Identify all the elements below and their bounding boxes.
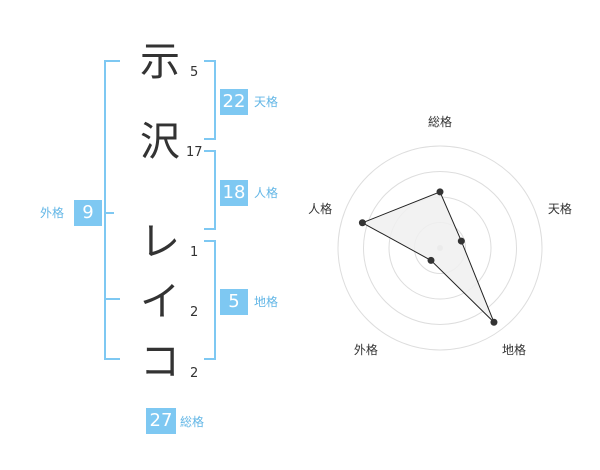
radar-ring — [363, 171, 517, 325]
radar-point-1 — [436, 188, 444, 196]
radar-axis-label-2: 天格 — [548, 201, 572, 216]
radar-point-4 — [427, 256, 435, 264]
chikaku-bracket — [204, 240, 216, 360]
radar-axis-label-4: 外格 — [354, 342, 378, 357]
stroke-count-4: 2 — [190, 305, 199, 320]
stroke-count-3: 1 — [190, 245, 199, 260]
radar-point-5 — [358, 219, 366, 227]
name-char-5: コ — [140, 339, 180, 385]
jinkaku-value: 18 — [220, 180, 248, 206]
gaikaku-bracket-tick-lower — [104, 298, 120, 300]
name-char-4: イ — [140, 279, 180, 325]
radar-ring — [337, 145, 543, 351]
name-char-2: 沢 — [140, 119, 180, 165]
tenkaku-bracket — [204, 60, 216, 140]
name-char-1: 示 — [140, 39, 180, 85]
gaikaku-bracket-tick-mid — [104, 212, 114, 214]
radar-polygon-group — [358, 188, 498, 326]
chikaku-value: 5 — [220, 289, 248, 315]
stroke-count-2: 17 — [186, 145, 203, 160]
gaikaku-bracket — [104, 60, 120, 360]
gaikaku-value: 9 — [74, 200, 102, 226]
radar-axis-label-3: 地格 — [502, 342, 526, 357]
jinkaku-label: 人格 — [254, 186, 279, 200]
tenkaku-value: 22 — [220, 89, 248, 115]
soukaku-label: 総格 — [180, 415, 205, 429]
radar-axis-label-5: 人格 — [308, 201, 332, 216]
stroke-count-5: 2 — [190, 366, 199, 381]
radar-polygon — [361, 191, 495, 323]
chikaku-label: 地格 — [254, 295, 279, 309]
radar-point-3 — [490, 318, 498, 326]
name-char-3: レ — [140, 219, 180, 265]
radar-axis-label-1: 総格 — [428, 114, 452, 129]
stroke-count-1: 5 — [190, 65, 199, 80]
gaikaku-label: 外格 — [40, 206, 65, 220]
radar-point-2 — [457, 237, 465, 245]
jinkaku-bracket — [204, 150, 216, 230]
tenkaku-label: 天格 — [254, 95, 279, 109]
soukaku-value: 27 — [146, 408, 176, 434]
